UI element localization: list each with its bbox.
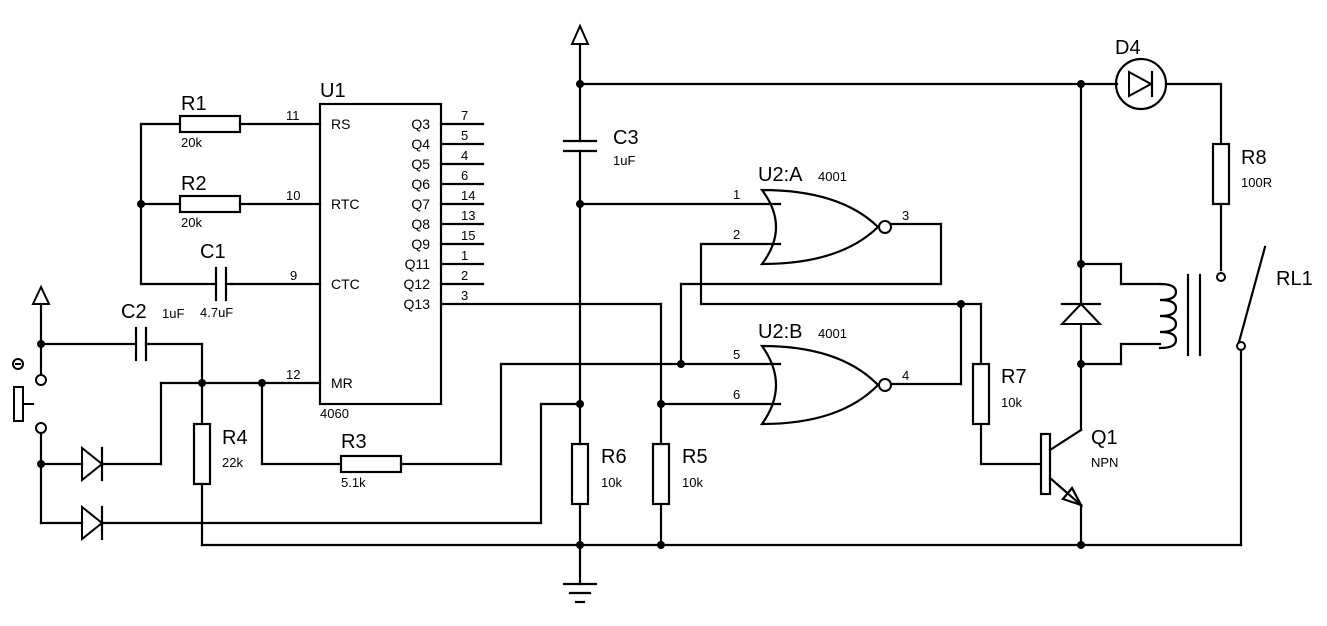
u1-pin-num: 1 — [461, 248, 468, 263]
u1-pin-num: 9 — [290, 268, 297, 283]
u2a-pin-num: 2 — [733, 227, 740, 242]
relay-switch-rl1: RL1 — [1236, 245, 1313, 547]
r3-resistor: R3 5.1k — [260, 362, 683, 490]
r4-value: 22k — [222, 455, 243, 470]
r5-value: 10k — [682, 475, 703, 490]
r8-resistor: R8 100R — [1211, 82, 1272, 282]
d4-led: D4 — [1114, 37, 1223, 111]
flyback-diode — [1059, 302, 1103, 366]
r7-ref: R7 — [1001, 366, 1027, 388]
c1-value: 4.7uF — [200, 305, 233, 320]
r5-resistor: R5 10k — [439, 302, 708, 547]
r1-value: 20k — [181, 135, 202, 150]
r6-value: 10k — [601, 475, 622, 490]
u2a-pin-num: 1 — [733, 187, 740, 202]
u1-pin-name: Q13 — [404, 296, 431, 312]
push-button-switch — [12, 342, 47, 525]
u2b-pin-num: 6 — [733, 387, 740, 402]
u2b-pin-num: 5 — [733, 347, 740, 362]
u1-pin-num: 4 — [461, 148, 468, 163]
u1-pin-name: Q7 — [411, 196, 430, 212]
u1-pin-name: RS — [331, 116, 350, 132]
r4-resistor: R4 22k — [192, 342, 248, 547]
u2a-ref: U2:A — [758, 164, 803, 186]
diode-1 — [39, 381, 204, 483]
u1-pin-num: 2 — [461, 268, 468, 283]
c2-capacitor: C2 1uF — [39, 301, 204, 362]
r1-resistor: R1 20k — [139, 93, 242, 150]
r8-ref: R8 — [1241, 147, 1267, 169]
r2-resistor: R2 20k — [139, 173, 242, 230]
u1-chip: U1 4060 11 10 9 12 RS RTC CTC MR Q3 Q4 Q… — [230, 80, 485, 421]
c3-ref: C3 — [613, 127, 639, 149]
diode-2 — [39, 402, 582, 542]
r6-ref: R6 — [601, 446, 627, 468]
r4-ref: R4 — [222, 427, 248, 449]
u1-pin-name: Q12 — [404, 276, 431, 292]
u2b-nor-gate: U2:B 4001 5 6 4 — [679, 302, 963, 426]
r7-value: 10k — [1001, 395, 1022, 410]
c2-ref: C2 — [121, 301, 147, 323]
u1-pin-num: 5 — [461, 128, 468, 143]
u1-pin-num: 3 — [461, 288, 468, 303]
u2b-pin-num: 4 — [902, 368, 909, 383]
d4-ref: D4 — [1115, 37, 1141, 59]
u1-pin-num: 13 — [461, 208, 475, 223]
c2-value: 1uF — [162, 306, 184, 321]
q1-ref: Q1 — [1091, 427, 1118, 449]
u2b-ref: U2:B — [758, 321, 802, 343]
r3-value: 5.1k — [341, 475, 366, 490]
u1-pin-name: Q9 — [411, 236, 430, 252]
rl1-ref: RL1 — [1276, 268, 1313, 290]
u1-pin-num: 11 — [286, 108, 300, 123]
r2-ref: R2 — [181, 173, 207, 195]
c1-ref: C1 — [200, 241, 226, 263]
r7-resistor: R7 10k — [971, 302, 1043, 466]
c1-capacitor: C1 4.7uF — [139, 241, 233, 320]
ground-symbol — [562, 582, 598, 604]
u1-pin-name: CTC — [331, 276, 360, 292]
u1-pin-name: Q3 — [411, 116, 430, 132]
u1-pin-num: 14 — [461, 188, 475, 203]
vcc-arrow-top — [570, 23, 590, 45]
r6-resistor: R6 10k — [570, 442, 627, 586]
u1-pin-num: 7 — [461, 108, 468, 123]
r8-value: 100R — [1241, 175, 1272, 190]
r1-ref: R1 — [181, 93, 207, 115]
r5-ref: R5 — [682, 446, 708, 468]
u1-pin-name: MR — [331, 375, 353, 391]
u2a-nor-gate: U2:A 4001 1 2 3 — [578, 164, 943, 366]
u2a-value: 4001 — [818, 169, 847, 184]
u1-ref: U1 — [320, 80, 346, 102]
u1-pin-name: Q8 — [411, 216, 430, 232]
c3-value: 1uF — [613, 153, 635, 168]
u1-value: 4060 — [320, 406, 349, 421]
vcc-arrow-left — [31, 284, 51, 346]
u2a-pin-num: 3 — [902, 208, 909, 223]
c3-capacitor: C3 1uF — [562, 127, 639, 446]
u1-pin-num: 12 — [286, 367, 300, 382]
u1-pin-num: 15 — [461, 228, 475, 243]
relay-coil — [1079, 262, 1202, 366]
u1-pin-num: 6 — [461, 168, 468, 183]
u1-pin-name: Q5 — [411, 156, 430, 172]
u1-pin-num: 10 — [286, 188, 300, 203]
u2b-value: 4001 — [818, 326, 847, 341]
u1-pin-name: RTC — [331, 196, 360, 212]
u1-pin-name: Q11 — [405, 256, 431, 272]
r2-value: 20k — [181, 215, 202, 230]
r3-ref: R3 — [341, 431, 367, 453]
q1-value: NPN — [1091, 455, 1118, 470]
u1-pin-name: Q4 — [411, 136, 430, 152]
u1-pin-name: Q6 — [411, 176, 430, 192]
q1-transistor: Q1 NPN — [1039, 362, 1118, 547]
